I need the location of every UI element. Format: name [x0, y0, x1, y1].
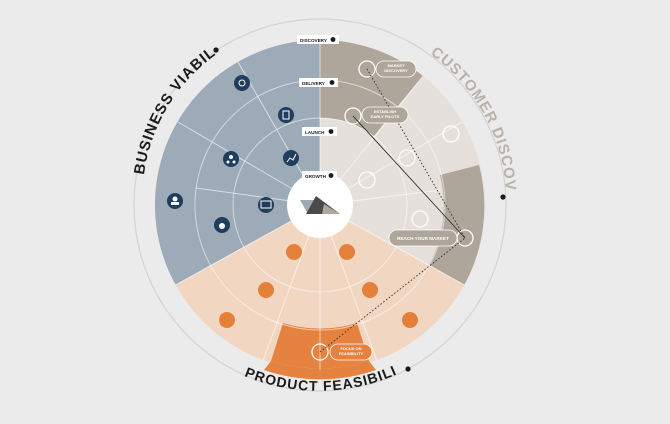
presentation-icon[interactable]: [258, 197, 274, 213]
layers-icon[interactable]: [311, 343, 329, 361]
hand-icon[interactable]: [258, 282, 274, 298]
center-logo: [300, 196, 340, 214]
focus-feasibility-segment-outer: [264, 361, 376, 380]
search-person-icon[interactable]: [344, 107, 362, 125]
product-icons: [219, 244, 418, 361]
reach-your-market-label: REACH YOUR MARKET: [397, 236, 449, 241]
money-bag-icon[interactable]: [214, 217, 230, 233]
stage-tag-delivery[interactable]: DELIVERY: [299, 78, 338, 87]
stage-discovery-label: DISCOVERY: [300, 38, 327, 43]
reach-market-segment: [429, 165, 485, 285]
handshake-icon[interactable]: [398, 149, 416, 167]
lightbulb-icon[interactable]: [358, 60, 376, 78]
phone-icon[interactable]: [402, 312, 418, 328]
market-discovery-line1: MARKET: [387, 63, 405, 68]
market-discovery-segment: [320, 39, 423, 107]
stage-growth-label: GROWTH: [305, 174, 327, 179]
lightbulb-icon[interactable]: [286, 244, 302, 260]
growth-chart-icon[interactable]: [283, 150, 299, 166]
info-icon[interactable]: [328, 129, 334, 134]
stage-launch-label: LAUNCH: [305, 130, 325, 135]
callout-reach-your-market[interactable]: REACH YOUR MARKET: [388, 229, 458, 247]
customer-icons: [344, 60, 474, 247]
network-icon[interactable]: [223, 151, 239, 167]
gear-icon[interactable]: [219, 312, 235, 328]
chart-icon[interactable]: [442, 125, 460, 143]
info-icon[interactable]: [330, 37, 336, 42]
calculator-icon[interactable]: [278, 107, 294, 123]
stage-delivery-label: DELIVERY: [302, 81, 325, 86]
info-icon[interactable]: [328, 173, 334, 178]
rocket-icon[interactable]: [358, 171, 376, 189]
business-icons: [167, 75, 299, 233]
info-icon[interactable]: [329, 80, 335, 85]
stage-tag-launch[interactable]: LAUNCH: [302, 127, 337, 136]
connector-lines: [319, 68, 466, 353]
info-icon[interactable]: [213, 47, 219, 53]
stage-tag-growth[interactable]: GROWTH: [302, 171, 337, 180]
globe-icon[interactable]: [411, 210, 429, 228]
outer-ring: [133, 18, 507, 392]
tools-icon[interactable]: [339, 244, 355, 260]
wrench-icon[interactable]: [362, 282, 378, 298]
team-icon[interactable]: [167, 193, 183, 209]
stage-tag-discovery[interactable]: DISCOVERY: [297, 35, 339, 44]
info-icon[interactable]: [405, 366, 411, 372]
market-discovery-line2: DISCOVERY: [384, 68, 408, 73]
target-icon[interactable]: [234, 75, 250, 91]
info-icon[interactable]: [500, 194, 506, 200]
